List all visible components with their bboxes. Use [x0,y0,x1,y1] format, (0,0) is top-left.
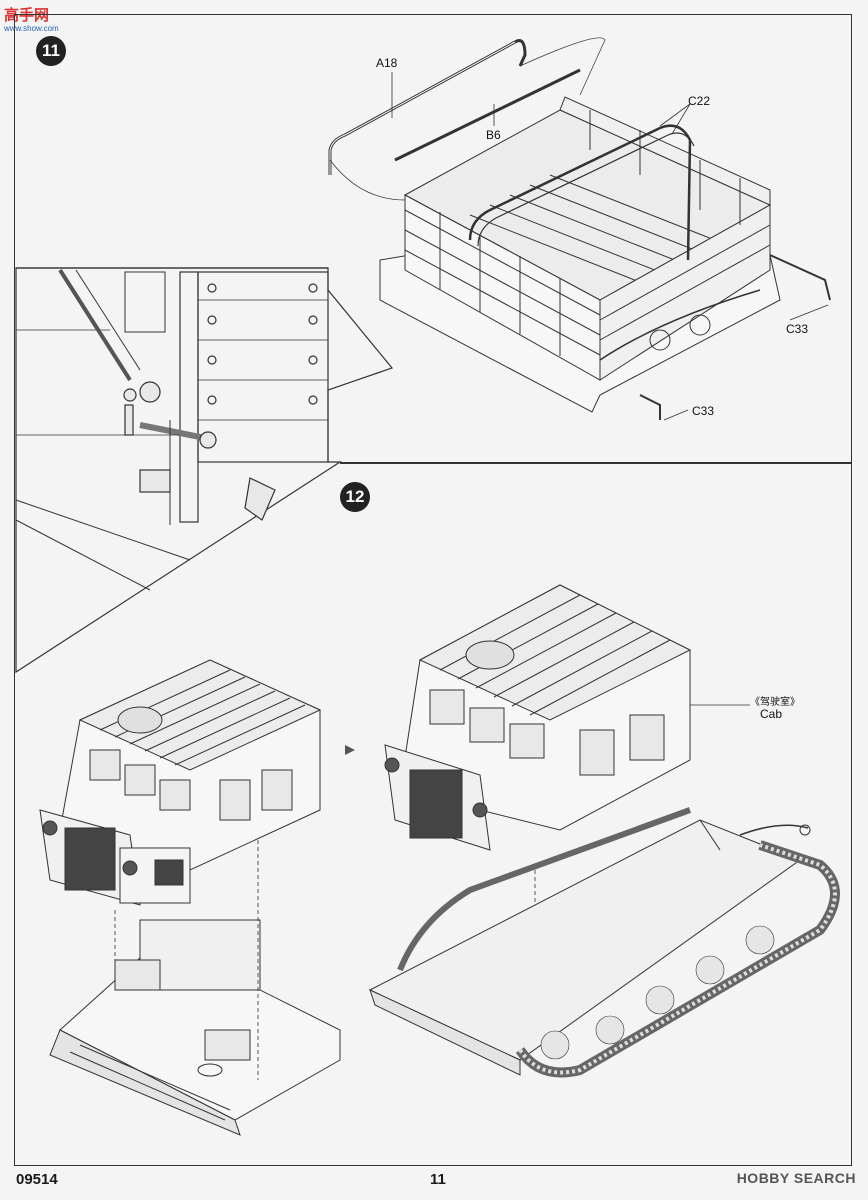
callout-c33-right: C33 [786,322,809,336]
step-11-badge: 11 [36,36,66,66]
page-frame [14,14,852,1166]
cab-floor [49,919,341,1136]
callout-a18: A18 [376,56,398,70]
cab-left [39,659,322,906]
hull [368,819,811,1076]
arrow-icon [345,745,355,755]
callout-cab-cn: 《驾驶室》 [750,697,800,708]
watermark-logo: 高手网 [4,7,50,24]
tracks [397,807,840,1078]
cargo-bed [328,37,831,420]
callout-cab-en: Cab [760,707,783,721]
product-code: 09514 [16,1171,58,1188]
step-12-badge: 12 [340,482,370,512]
page-number: 11 [430,1171,446,1188]
cab-right [384,584,692,851]
section-divider [340,462,852,464]
callout-leaders-step11 [391,72,829,421]
watermark-url: www.show.com [4,24,59,33]
callout-c22: C22 [688,94,711,108]
callout-b6: B6 [486,128,501,142]
brand-watermark: HOBBY SEARCH [736,1170,856,1186]
callout-c33-bottom: C33 [692,404,715,418]
detail-inset [15,267,394,674]
